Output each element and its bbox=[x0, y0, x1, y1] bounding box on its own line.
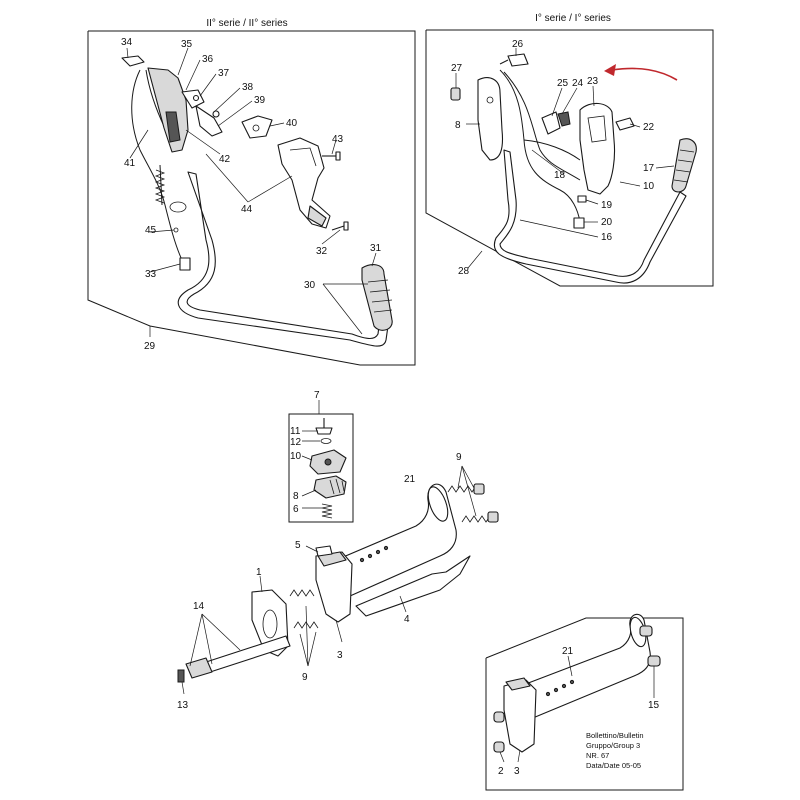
callout-38: 38 bbox=[242, 82, 254, 93]
bulletin-line-2: Gruppo/Group 3 bbox=[586, 741, 640, 750]
panel-series-ii-title: II° serie / II° series bbox=[206, 18, 287, 29]
callout-4: 4 bbox=[404, 614, 410, 625]
panel-series-i: I° serie / I° series bbox=[425, 13, 714, 287]
callout-9-upper: 9 bbox=[456, 452, 462, 463]
callout-37: 37 bbox=[218, 68, 230, 79]
detail-callout-3: 3 bbox=[514, 766, 520, 777]
callout-26: 26 bbox=[512, 39, 524, 50]
tube-holes bbox=[359, 545, 389, 563]
callout-8: 8 bbox=[293, 491, 299, 502]
callout-29: 29 bbox=[144, 341, 156, 352]
callout-30: 30 bbox=[304, 280, 316, 291]
panel-series-ii-frame bbox=[87, 30, 416, 366]
callout-20: 20 bbox=[601, 217, 613, 228]
callout-28: 28 bbox=[458, 266, 470, 277]
part-23-handle bbox=[579, 102, 616, 195]
callout-44: 44 bbox=[241, 204, 253, 215]
callout-13: 13 bbox=[177, 700, 189, 711]
detail-tube-holes bbox=[545, 679, 575, 697]
callout-19: 19 bbox=[601, 200, 613, 211]
callout-1: 1 bbox=[256, 567, 262, 578]
panel-series-i-frame bbox=[425, 29, 714, 287]
callout-16: 16 bbox=[601, 232, 613, 243]
callout-41: 41 bbox=[124, 158, 136, 169]
callout-3: 3 bbox=[337, 650, 343, 661]
part-17-grip bbox=[671, 138, 697, 193]
part-8-housing bbox=[477, 77, 504, 161]
trigger-assembly bbox=[147, 67, 189, 153]
red-arrow-head bbox=[604, 64, 616, 76]
part-4-blade bbox=[355, 555, 471, 617]
callout-10: 10 bbox=[290, 451, 302, 462]
callout-43: 43 bbox=[332, 134, 344, 145]
callout-12: 12 bbox=[290, 437, 302, 448]
callout-33: 33 bbox=[145, 269, 157, 280]
part-27-bushing bbox=[450, 87, 461, 101]
callout-36: 36 bbox=[202, 54, 214, 65]
callout-11: 11 bbox=[290, 426, 301, 437]
bulletin-line-1: Bollettino/Bulletin bbox=[586, 731, 644, 740]
part-5-nut bbox=[315, 545, 333, 557]
bulletin-line-3: NR. 67 bbox=[586, 751, 609, 760]
part-34-clip bbox=[121, 55, 145, 67]
red-arrow bbox=[611, 67, 678, 81]
callout-24: 24 bbox=[572, 78, 584, 89]
callout-22: 22 bbox=[643, 122, 655, 133]
callout-6: 6 bbox=[293, 504, 299, 515]
callout-34: 34 bbox=[121, 37, 133, 48]
part-3-clamp-half bbox=[315, 551, 353, 623]
part-8-cam bbox=[313, 475, 347, 499]
part-44-handle-grip bbox=[277, 137, 331, 229]
part-29-handlebar bbox=[177, 171, 389, 347]
callout-42: 42 bbox=[219, 154, 231, 165]
panel-series-ii: II° serie / II° series bbox=[87, 18, 416, 366]
callout-39: 39 bbox=[254, 95, 266, 106]
bulletin-line-4: Data/Date 05-05 bbox=[586, 761, 641, 770]
detail-callout-21: 21 bbox=[562, 646, 574, 657]
inset-part-7 bbox=[288, 413, 354, 523]
callout-8-i: 8 bbox=[455, 120, 461, 131]
callout-35: 35 bbox=[181, 39, 193, 50]
part-21-main-tube bbox=[321, 483, 457, 597]
part-31-grip bbox=[361, 264, 393, 331]
detail-panel-frame bbox=[485, 617, 684, 791]
callout-5: 5 bbox=[295, 540, 301, 551]
detail-callout-15: 15 bbox=[648, 700, 660, 711]
detail-panel: 21 15 2 3 Bollettino/Bulletin Gruppo/Gro… bbox=[485, 613, 684, 791]
callout-25: 25 bbox=[557, 78, 569, 89]
callout-14: 14 bbox=[193, 601, 205, 612]
detail-callout-2: 2 bbox=[498, 766, 504, 777]
callout-18: 18 bbox=[554, 170, 566, 181]
callout-10-i: 10 bbox=[643, 181, 655, 192]
main-assembly: 7 11 12 10 8 6 9 21 5 1 4 14 13 3 9 bbox=[177, 390, 499, 711]
callout-45: 45 bbox=[145, 225, 157, 236]
callout-32: 32 bbox=[316, 246, 328, 257]
callout-40: 40 bbox=[286, 118, 298, 129]
part-40-cover bbox=[241, 115, 273, 139]
panel-series-i-title: I° serie / I° series bbox=[535, 13, 611, 24]
callout-17: 17 bbox=[643, 163, 655, 174]
callout-31: 31 bbox=[370, 243, 382, 254]
callout-21: 21 bbox=[404, 474, 416, 485]
detail-part-21-tube bbox=[509, 613, 651, 721]
callout-27: 27 bbox=[451, 63, 463, 74]
part-16-handlebar bbox=[493, 149, 687, 284]
callout-9-lower: 9 bbox=[302, 672, 308, 683]
callout-7: 7 bbox=[314, 390, 320, 401]
callout-23: 23 bbox=[587, 76, 599, 87]
